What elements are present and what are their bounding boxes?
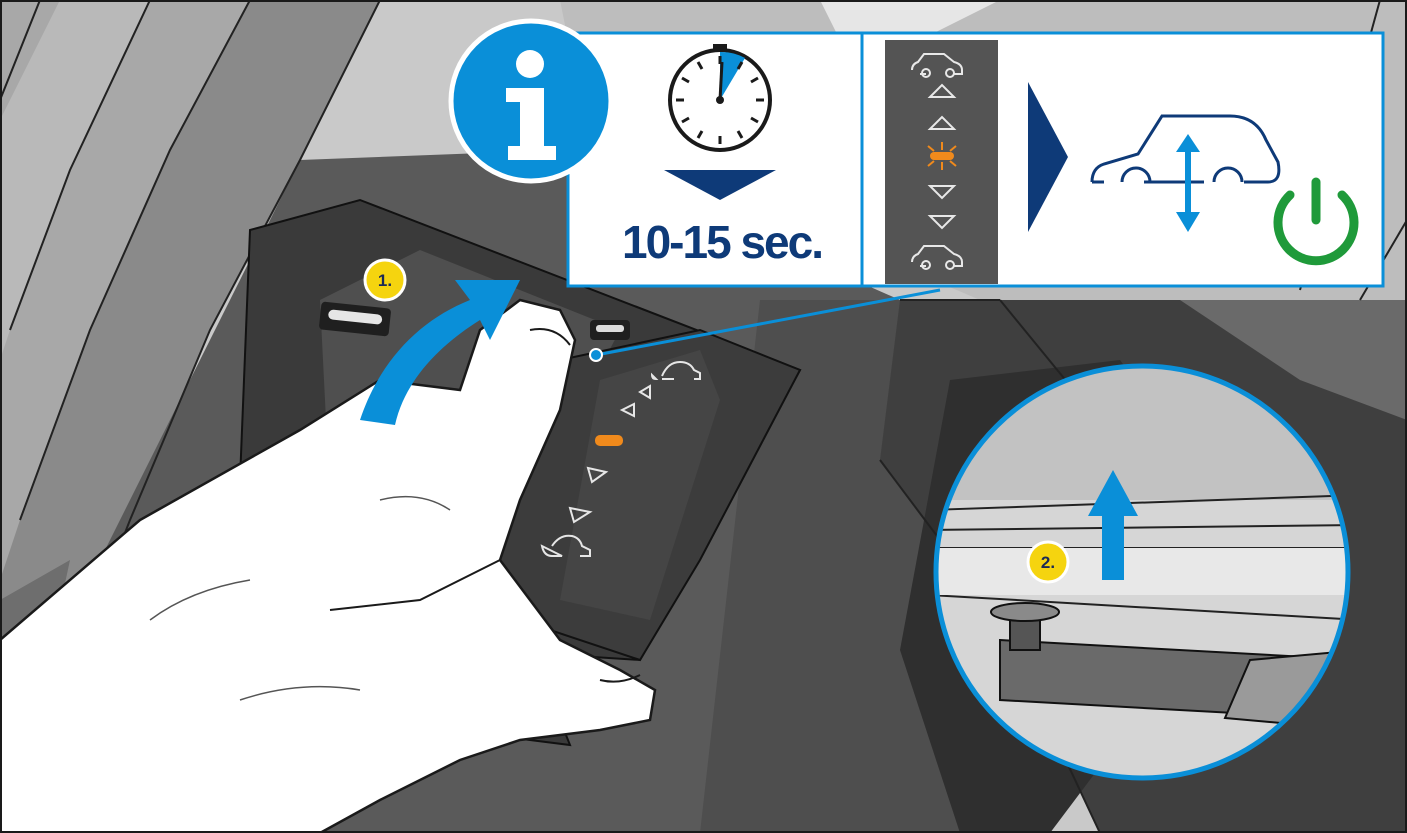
callout-dot: [590, 349, 602, 361]
info-icon: [451, 21, 611, 181]
orange-led: [596, 436, 622, 445]
step2-label: 2.: [1041, 553, 1055, 572]
step1-label: 1.: [378, 271, 392, 290]
duration-text: 10-15 sec.: [622, 216, 822, 268]
step1-badge: 1.: [365, 260, 405, 300]
